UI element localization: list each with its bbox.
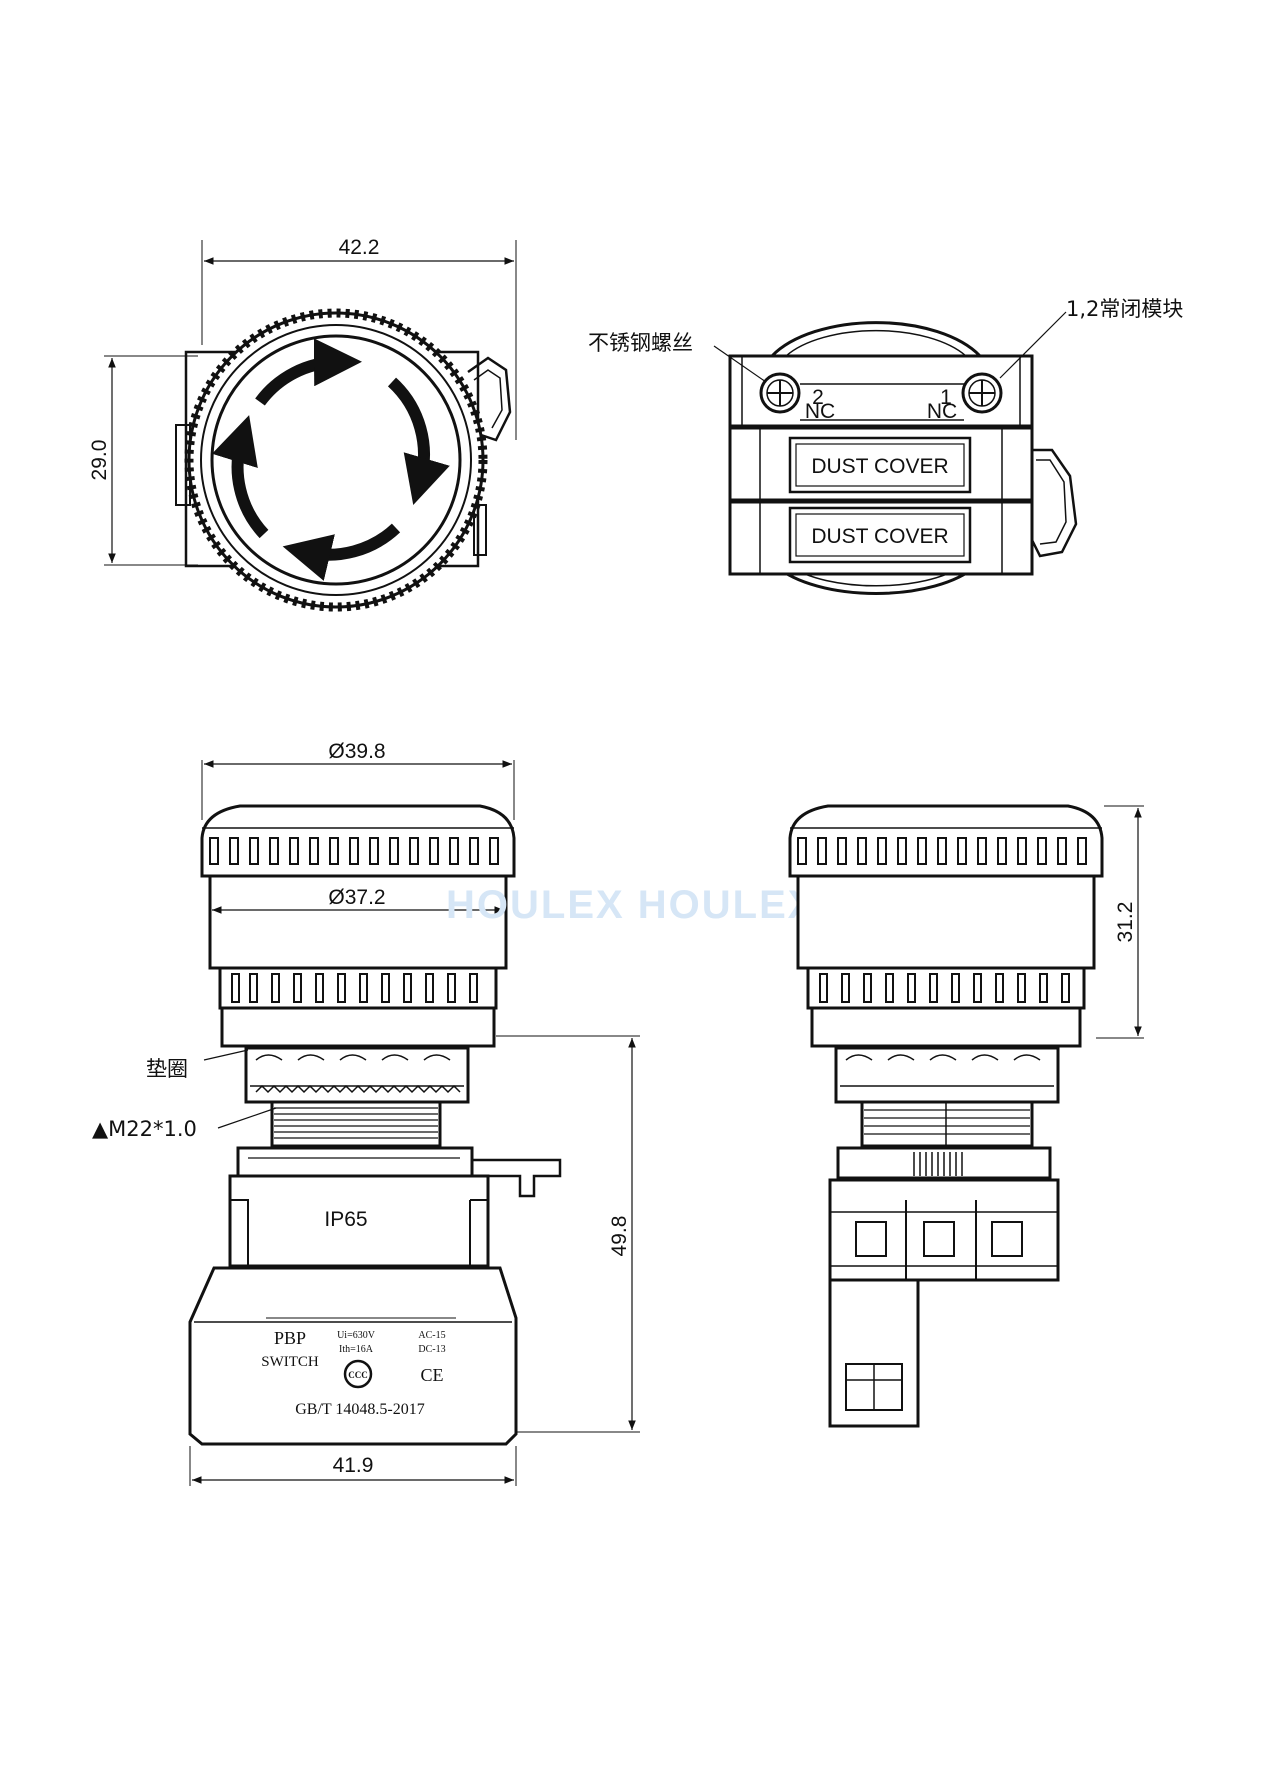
category-dc: DC-13 [418, 1344, 445, 1355]
rotate-arrows-icon [211, 338, 450, 581]
terminal-right-number: 1 [940, 386, 952, 409]
dust-cover-label-1: DUST COVER [811, 455, 948, 478]
dust-cover-label-2: DUST COVER [811, 525, 948, 548]
brand-line-2: SWITCH [261, 1354, 319, 1370]
category-ac: AC-15 [418, 1330, 445, 1341]
side-view-right: 31.2 [788, 804, 1144, 1428]
screw-icon [759, 372, 801, 414]
terminal-right-sub: NC [927, 400, 957, 423]
rating-current: Ith=16A [339, 1344, 374, 1355]
side-view-left: Ø39.8 Ø37.2 [92, 740, 640, 1486]
svg-text:CCC: CCC [348, 1370, 368, 1380]
dim-top-height: 29.0 [88, 440, 111, 481]
dim-body-diameter: Ø37.2 [328, 886, 385, 909]
callout-thread: ▲M22*1.0 [92, 1117, 197, 1141]
terminal-left-number: 2 [812, 386, 824, 409]
dim-body-height: 49.8 [608, 1216, 631, 1257]
dim-cap-diameter: Ø39.8 [328, 740, 385, 763]
dim-side-height: 31.2 [1114, 902, 1137, 943]
terminal-left-sub: NC [805, 400, 835, 423]
dim-base-width: 41.9 [333, 1454, 374, 1477]
callout-gasket: 垫圈 [146, 1057, 188, 1081]
callout-nc-module: 1,2常闭模块 [1066, 297, 1183, 321]
rating-voltage: Ui=630V [337, 1330, 376, 1341]
ce-mark: CE [420, 1365, 443, 1385]
callout-stainless-screw: 不锈钢螺丝 [588, 331, 693, 355]
dim-top-width: 42.2 [339, 236, 380, 259]
screw-icon [961, 372, 1003, 414]
brand-line-1: PBP [274, 1328, 306, 1348]
ip-rating-label: IP65 [324, 1208, 367, 1231]
ccc-mark-icon: CCC [343, 1359, 373, 1389]
watermark: HOULEX HOULEX [446, 883, 816, 927]
rear-view: 2 NC 1 NC DUST COVER DUST COVER 不锈钢螺丝 1,… [588, 297, 1183, 595]
front-view: 42.2 29.0 [88, 236, 517, 612]
standard-label: GB/T 14048.5-2017 [295, 1401, 424, 1418]
